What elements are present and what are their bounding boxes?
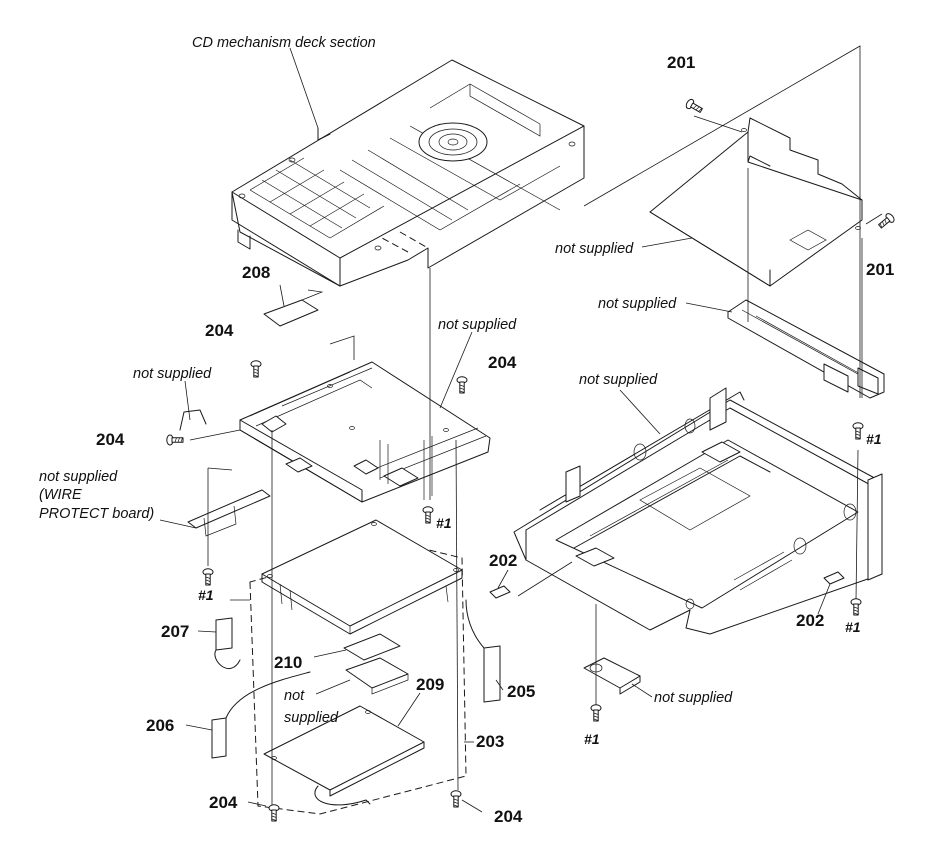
note-not-supplied-rail: not supplied	[598, 296, 677, 312]
label-210: 210	[274, 653, 302, 672]
ref-1-a: #1	[436, 515, 452, 531]
rail	[727, 299, 885, 399]
guide-lines	[189, 45, 883, 808]
ref-1-c: #1	[866, 431, 882, 447]
title-cd-mechanism: CD mechanism deck section	[192, 35, 376, 51]
outline-203	[249, 541, 467, 815]
label-209: 209	[416, 675, 444, 694]
label-204-d: 204	[209, 793, 238, 812]
part-205-cable	[483, 645, 501, 703]
label-206: 206	[146, 716, 174, 735]
label-204-e: 204	[494, 807, 523, 826]
label-201-right: 201	[866, 260, 894, 279]
label-204-c: 204	[96, 430, 125, 449]
part-209-board	[263, 705, 425, 806]
labels: CD mechanism deck section 201 201 not su…	[39, 35, 894, 826]
label-202-left: 202	[489, 551, 517, 570]
note-not-supplied-bracket: not supplied	[555, 241, 634, 257]
leader-lines	[159, 47, 831, 813]
note-not-supplied-bottom: not supplied	[654, 690, 733, 706]
note-wire-protect-3: PROTECT board)	[39, 506, 154, 522]
label-202-right: 202	[796, 611, 824, 630]
part-202-left	[489, 585, 511, 599]
ref-1-e: #1	[584, 731, 600, 747]
label-205: 205	[507, 682, 535, 701]
part-206-cable	[211, 717, 227, 759]
sub-board	[261, 519, 463, 635]
note-not-supplied-pin: not supplied	[133, 366, 212, 382]
note-not-supplied-board: not supplied	[438, 317, 517, 333]
label-204-b: 204	[488, 353, 517, 372]
label-207: 207	[161, 622, 189, 641]
part-208-cable	[263, 299, 319, 327]
bottom-bracket	[583, 657, 641, 695]
cd-mechanism-deck	[231, 59, 585, 287]
chassis	[513, 387, 883, 635]
label-208: 208	[242, 263, 270, 282]
note-wire-protect-2: (WIRE	[39, 487, 82, 503]
top-bracket	[649, 117, 863, 287]
part-207-cable	[215, 617, 233, 651]
note-supplied-2: supplied	[284, 710, 339, 726]
note-wire-protect-1: not supplied	[39, 469, 118, 485]
ref-1-b: #1	[198, 587, 214, 603]
cd-board	[239, 361, 491, 503]
part-210-sheet	[343, 633, 401, 661]
note-not-supplied-chassis: not supplied	[579, 372, 658, 388]
part-202-right	[823, 571, 845, 585]
label-201-top: 201	[667, 53, 695, 72]
label-204-a: 204	[205, 321, 234, 340]
ref-1-d: #1	[845, 619, 861, 635]
label-203: 203	[476, 732, 504, 751]
note-not-1: not	[284, 688, 305, 704]
wire-protect-board	[187, 489, 271, 529]
